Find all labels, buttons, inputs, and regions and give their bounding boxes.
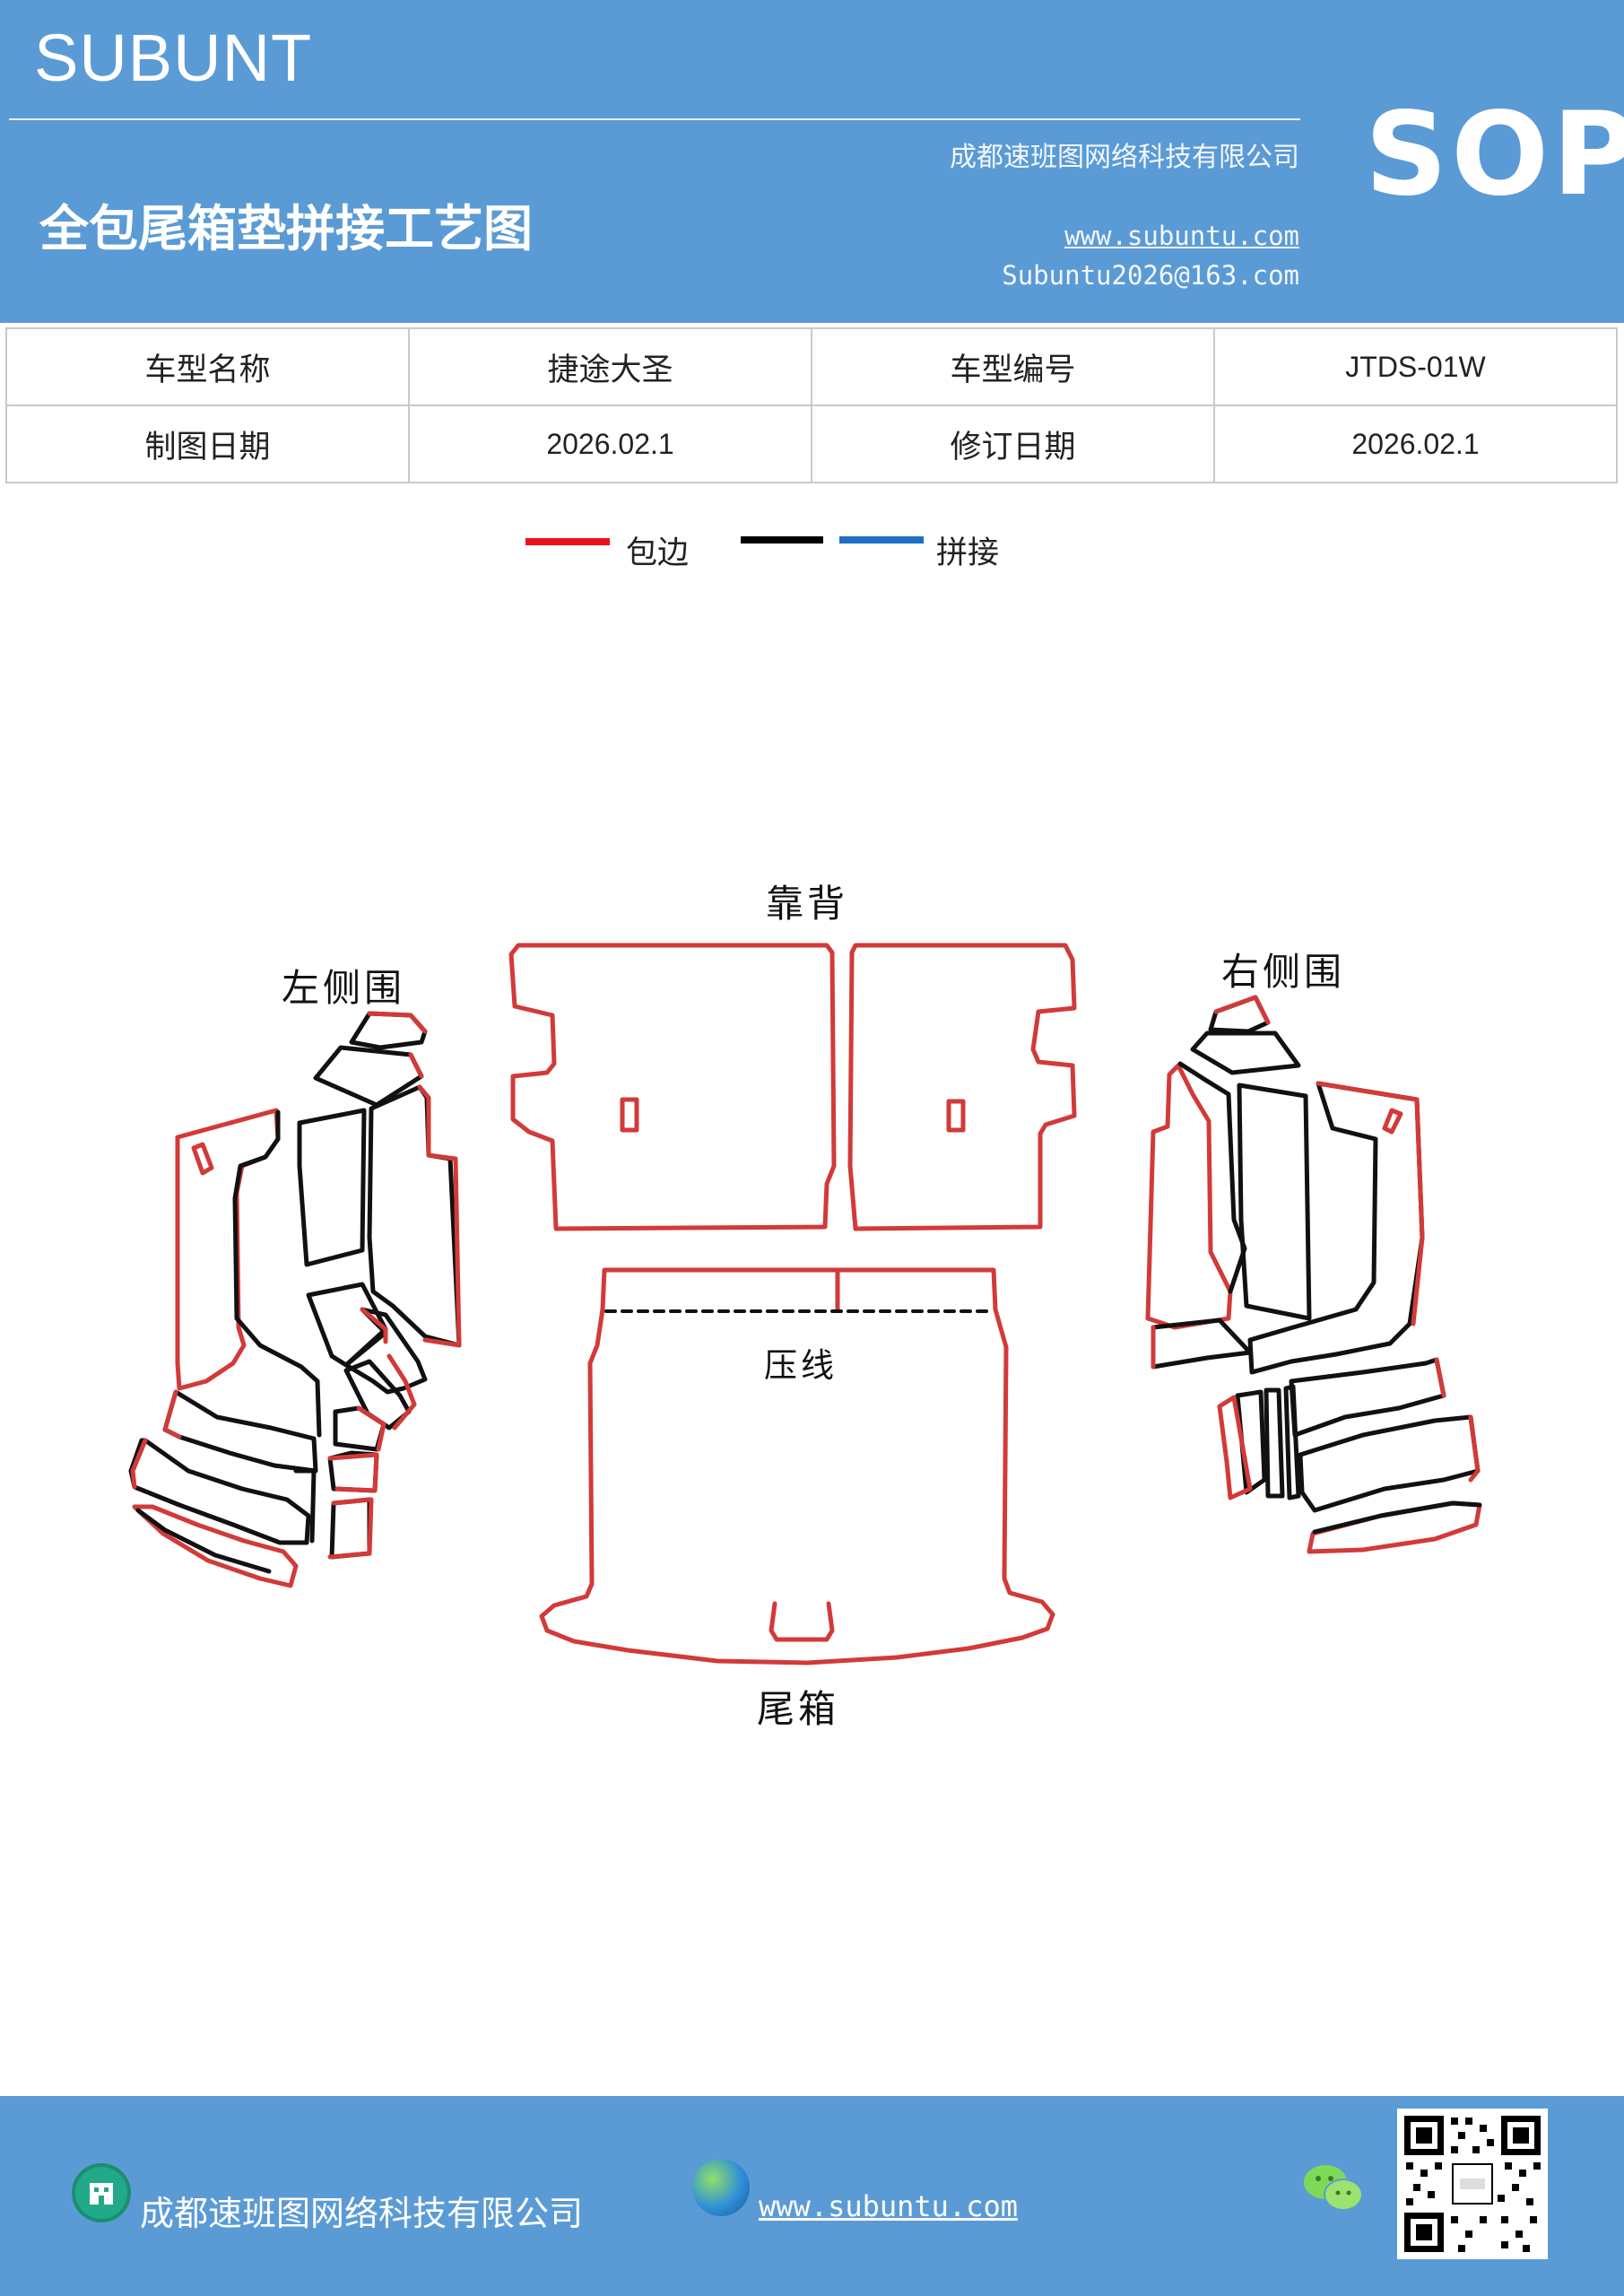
left-column: [297, 1108, 367, 1267]
left-lower-1: [162, 1389, 318, 1474]
left-piece-2-edge: [408, 1052, 424, 1079]
info-table: 车型名称 捷途大圣 车型编号 JTDS-01W 制图日期 2026.02.1 修…: [5, 327, 1618, 483]
left-piece-4-edge: [360, 1307, 388, 1344]
model-name-value: 捷途大圣: [408, 327, 812, 406]
wechat-icon[interactable]: [1302, 2161, 1365, 2216]
trunk-handle-cutout: [769, 1601, 835, 1642]
right-strip-2: [1264, 1387, 1285, 1499]
left-column-2: [367, 1084, 462, 1348]
model-code-value: JTDS-01W: [1213, 327, 1618, 406]
legend: 包边 拼接: [0, 520, 1624, 574]
right-piece-1-edge: [1213, 995, 1271, 1025]
trunk-label: 尾箱: [757, 1687, 840, 1731]
backrest-right-panel: [847, 943, 1077, 1231]
left-piece-2: [313, 1045, 424, 1108]
left-small-3: [329, 1497, 372, 1560]
legend-blue-swatch: [839, 536, 924, 544]
legend-black-swatch: [741, 536, 823, 544]
press-line-label: 压线: [764, 1346, 838, 1385]
model-code-label: 车型编号: [811, 327, 1215, 406]
revise-date-label: 修订日期: [811, 404, 1215, 483]
sop-badge: SOP: [1365, 88, 1624, 222]
header-divider: [9, 118, 1300, 120]
header-company: 成都速班图网络科技有限公司: [950, 142, 1299, 173]
footer-website-link[interactable]: www.subuntu.com: [759, 2189, 1018, 2223]
left-small-1-edge: [356, 1405, 386, 1452]
right-lower-1: [1151, 1318, 1253, 1370]
left-lower-4: [132, 1504, 299, 1588]
building-icon: [72, 2163, 131, 2222]
revise-date-value: 2026.02.1: [1213, 404, 1618, 483]
qr-code[interactable]: [1397, 2109, 1548, 2259]
document-title: 全包尾箱垫拼接工艺图: [39, 200, 534, 257]
right-lower-2-edge: [1434, 1357, 1446, 1398]
left-small-2-edge: [327, 1452, 379, 1493]
left-slot: [191, 1142, 214, 1176]
draw-date-value: 2026.02.1: [408, 404, 812, 483]
header-website-link[interactable]: www.subuntu.com: [1064, 221, 1299, 251]
left-lower-1-edge: [162, 1389, 182, 1439]
right-side-label: 右侧围: [1221, 950, 1346, 994]
left-piece-5-edge: [386, 1353, 417, 1431]
left-lower-3: [293, 1468, 317, 1544]
left-column-2-edge: [417, 1084, 462, 1348]
brand-logo: SUBUNT: [34, 21, 313, 95]
left-lower-4-inner: [135, 1508, 272, 1574]
legend-red-swatch: [525, 538, 610, 545]
table-row: 制图日期 2026.02.1 修订日期 2026.02.1: [5, 404, 1618, 483]
backrest-left-panel: [508, 943, 837, 1231]
right-column-2-edge: [1316, 1081, 1425, 1326]
right-lower-3-edge: [1468, 1414, 1481, 1483]
backrest-label: 靠背: [766, 882, 849, 926]
right-piece-2: [1190, 1031, 1301, 1075]
model-name-label: 车型名称: [5, 327, 410, 406]
right-column: [1237, 1083, 1312, 1321]
legend-wrap-edge-label: 包边: [626, 535, 690, 571]
header-email: Subuntu2026@163.com: [1002, 260, 1299, 291]
left-small-3-edge: [327, 1497, 374, 1560]
header-banner: SUBUNT 全包尾箱垫拼接工艺图 成都速班图网络科技有限公司 www.subu…: [0, 0, 1624, 323]
left-small-1: [333, 1405, 386, 1452]
right-slot: [1382, 1108, 1403, 1135]
left-piece-3: [306, 1282, 388, 1368]
table-row: 车型名称 捷途大圣 车型编号 JTDS-01W: [5, 327, 1618, 406]
left-lower-2-edge: [130, 1438, 148, 1490]
left-main-inner: [232, 1109, 322, 1438]
right-strip-1-edge: [1217, 1395, 1253, 1500]
draw-date-label: 制图日期: [5, 404, 410, 483]
legend-splice-label: 拼接: [936, 535, 1000, 571]
right-main-red: [1145, 1063, 1233, 1330]
left-side-label: 左侧围: [282, 966, 406, 1010]
right-lower-3: [1298, 1414, 1481, 1513]
globe-icon: [692, 2159, 750, 2216]
trunk-floor-panel: [539, 1267, 1055, 1665]
left-piece-1-edge: [367, 1011, 428, 1034]
backrest-right-slot: [946, 1099, 966, 1133]
backrest-left-slot: [620, 1097, 639, 1133]
footer-company: 成都速班图网络科技有限公司: [140, 2194, 584, 2233]
footer-banner: 成都速班图网络科技有限公司 www.subuntu.com: [0, 2096, 1624, 2296]
right-lower-4-inner: [1312, 1500, 1482, 1535]
